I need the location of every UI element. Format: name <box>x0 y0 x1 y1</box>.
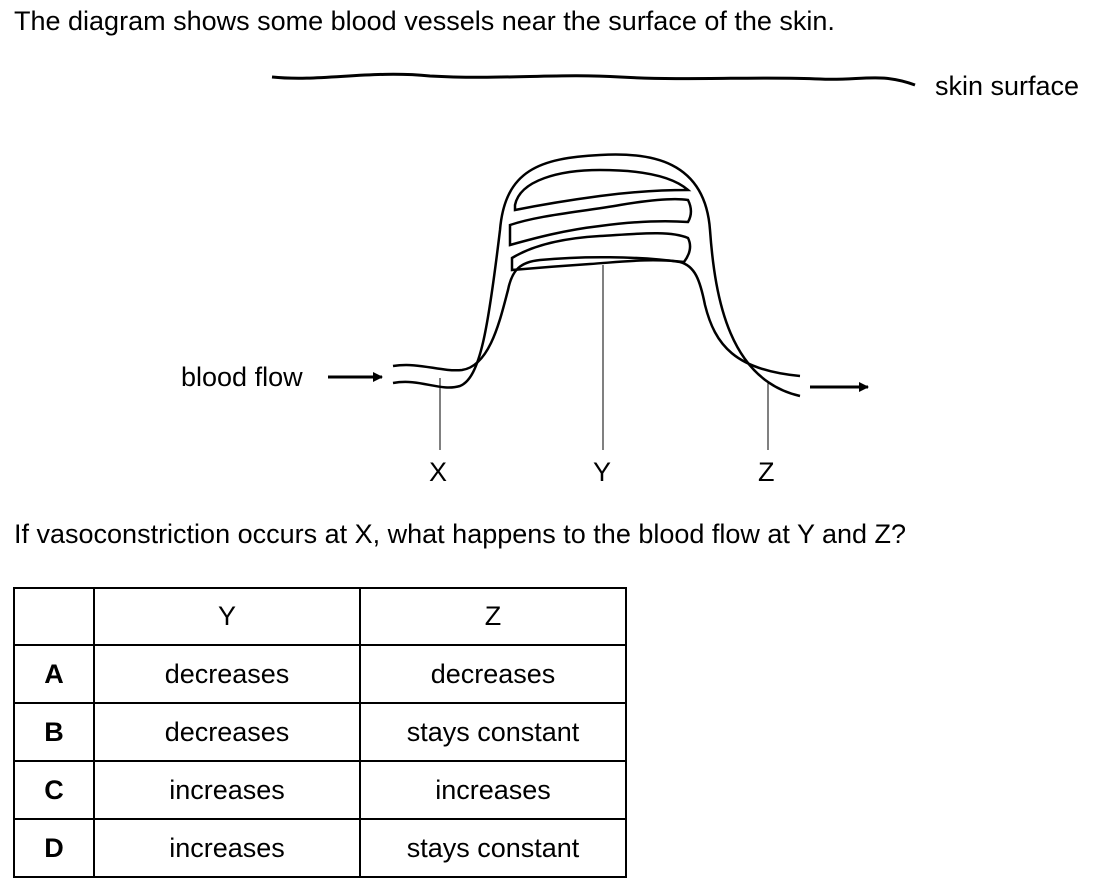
option-z-value: stays constant <box>359 702 627 762</box>
label-z: Z <box>758 457 775 487</box>
blood-flow-label: blood flow <box>181 362 303 392</box>
label-x: X <box>429 457 447 487</box>
header-z: Z <box>359 587 627 646</box>
blood-vessel-diagram: skin surface blood flow X Y Z <box>181 71 1079 487</box>
answer-table: Y Z A decreases decreases B decreases st… <box>13 587 627 878</box>
question-text: If vasoconstriction occurs at X, what ha… <box>14 519 907 549</box>
capillary-loop-1 <box>513 168 692 212</box>
option-y-value: decreases <box>93 644 361 704</box>
label-y: Y <box>593 457 611 487</box>
option-y-value: decreases <box>93 702 361 762</box>
table-header-row: Y Z <box>13 587 627 646</box>
table-row[interactable]: D increases stays constant <box>13 818 627 878</box>
header-key <box>13 587 95 646</box>
option-key: D <box>13 818 95 878</box>
table-row[interactable]: C increases increases <box>13 760 627 820</box>
option-key: B <box>13 702 95 762</box>
table-row[interactable]: A decreases decreases <box>13 644 627 704</box>
option-z-value: decreases <box>359 644 627 704</box>
skin-surface-label: skin surface <box>935 71 1079 101</box>
table-row[interactable]: B decreases stays constant <box>13 702 627 762</box>
vessel-inner-wall <box>392 255 801 378</box>
option-z-value: increases <box>359 760 627 820</box>
vessel-outer-wall <box>392 153 801 398</box>
intro-text: The diagram shows some blood vessels nea… <box>14 6 835 36</box>
option-z-value: stays constant <box>359 818 627 878</box>
header-y: Y <box>93 587 361 646</box>
option-y-value: increases <box>93 818 361 878</box>
option-key: A <box>13 644 95 704</box>
option-y-value: increases <box>93 760 361 820</box>
capillary-loop-2 <box>508 197 693 247</box>
skin-surface-line <box>271 72 916 87</box>
option-key: C <box>13 760 95 820</box>
capillary-loop-3 <box>510 232 692 272</box>
